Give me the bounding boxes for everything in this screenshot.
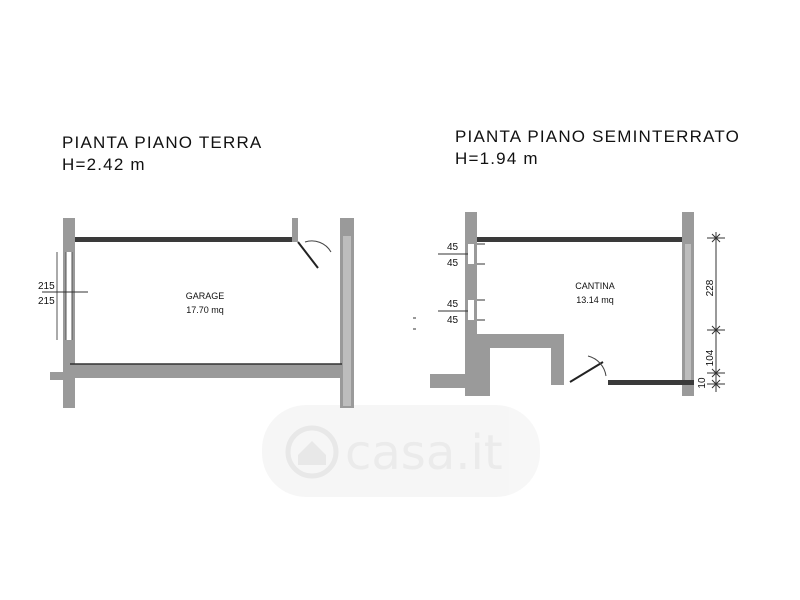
ground-floor-title-block: PIANTA PIANO TERRA H=2.42 m (62, 132, 262, 176)
basement-title: PIANTA PIANO SEMINTERRATO (455, 127, 741, 146)
watermark: casa.it (262, 405, 540, 497)
garage-area: 17.70 mq (186, 305, 224, 315)
basement-title-block: PIANTA PIANO SEMINTERRATO H=1.94 m (455, 126, 740, 170)
cantina-bottom-wall (608, 380, 694, 385)
ground-floor-title: PIANTA PIANO TERRA (62, 133, 263, 152)
garage-bottom-wall (70, 364, 342, 378)
cantina-dim-228: 228 (705, 279, 716, 296)
basement-height: H=1.94 m (455, 149, 539, 168)
cantina-inner-wall (477, 334, 564, 396)
cantina-dim-104: 104 (705, 349, 716, 366)
cantina-area: 13.14 mq (576, 295, 614, 305)
garage-name: GARAGE (186, 291, 225, 301)
garage-top-wall (75, 237, 297, 242)
ground-floor-height: H=2.42 m (62, 155, 146, 174)
cantina-window1-top: 45 (447, 242, 459, 253)
cantina-dim-10: 10 (697, 377, 708, 389)
watermark-text: casa.it (345, 425, 503, 481)
house-icon (285, 425, 339, 479)
garage-dim-bottom: 215 (38, 296, 55, 307)
cantina-window2-top: 45 (447, 299, 459, 310)
ground-floor-plan: GARAGE 17.70 mq 215 215 (38, 218, 354, 408)
cantina-window2-bottom: 45 (447, 315, 459, 326)
cantina-window1-bottom: 45 (447, 258, 459, 269)
cantina-vertical-dimensions: 228 104 10 (697, 232, 725, 392)
cantina-top-wall (477, 237, 683, 242)
garage-door (297, 240, 332, 269)
cantina-name: CANTINA (575, 281, 615, 291)
basement-plan: CANTINA 13.14 mq 45 45 45 45 228 104 10 (413, 212, 725, 396)
cantina-door (569, 355, 607, 383)
garage-dim-top: 215 (38, 281, 55, 292)
